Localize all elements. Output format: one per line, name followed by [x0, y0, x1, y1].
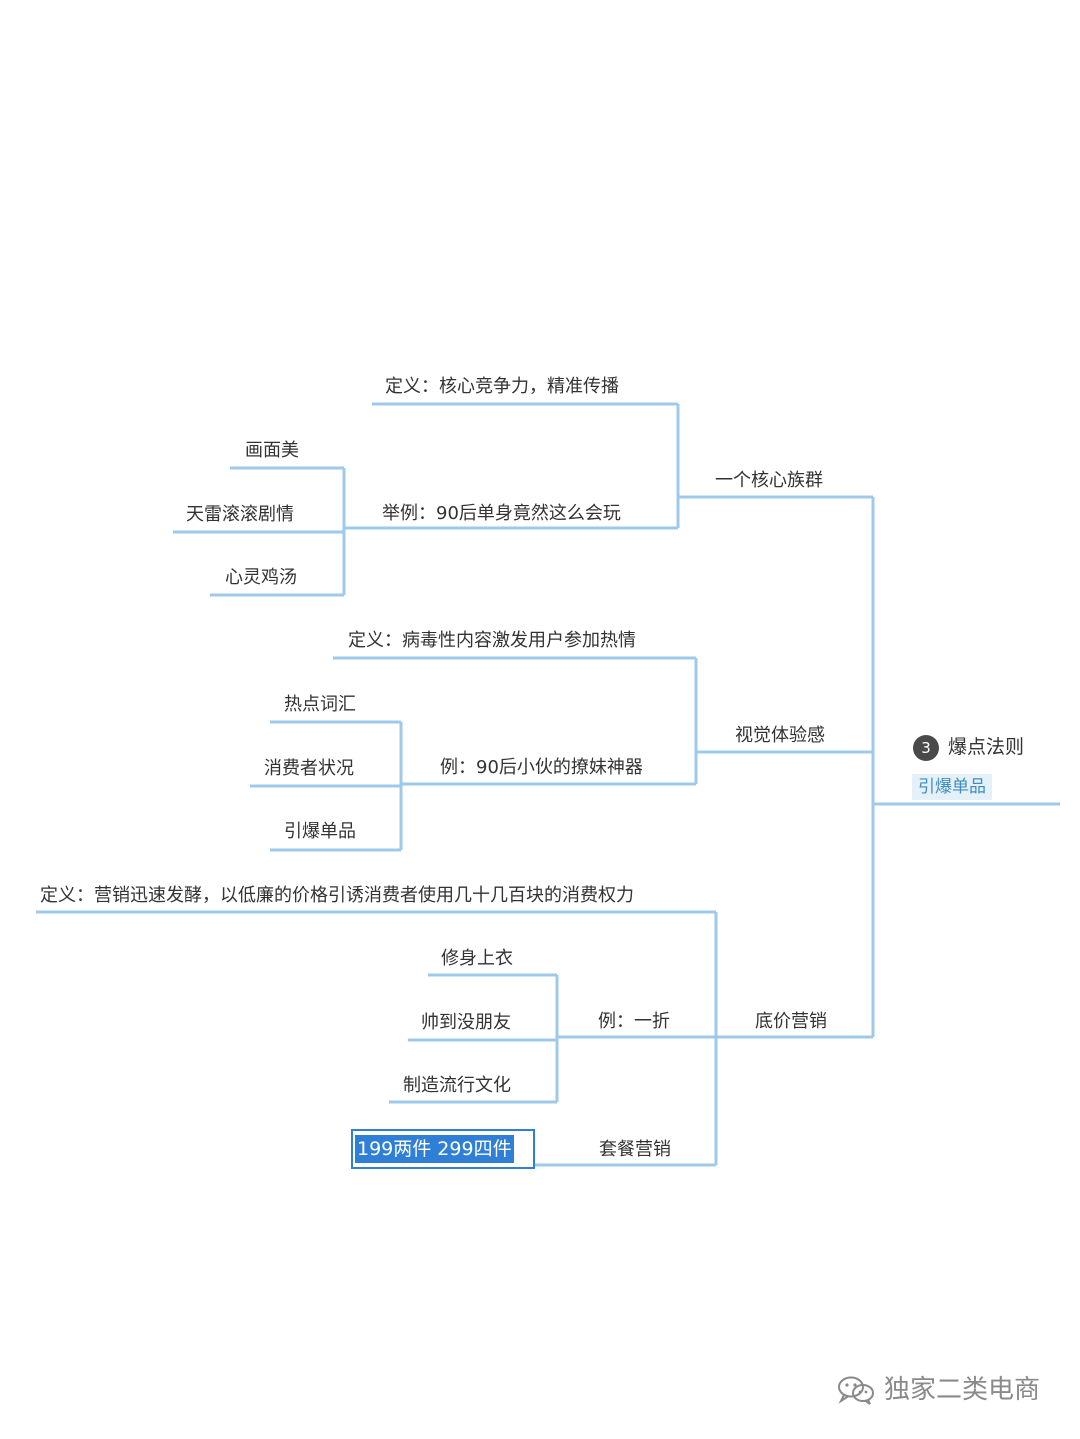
- branch-node[interactable]: 底价营销: [755, 1011, 827, 1032]
- topic-node[interactable]: 套餐营销: [599, 1139, 671, 1160]
- topic-node[interactable]: 例：90后小伙的撩妹神器: [440, 757, 643, 778]
- leaf-node[interactable]: 修身上衣: [441, 948, 513, 969]
- root-number-badge: 3: [913, 735, 939, 761]
- topic-node[interactable]: 例：一折: [598, 1011, 670, 1032]
- watermark-text: 独家二类电商: [884, 1375, 1041, 1405]
- leaf-node[interactable]: 画面美: [245, 440, 299, 461]
- leaf-node[interactable]: 热点词汇: [284, 694, 356, 715]
- branch-node[interactable]: 视觉体验感: [735, 725, 825, 746]
- wechat-icon: [838, 1376, 874, 1405]
- leaf-node[interactable]: 消费者状况: [264, 758, 354, 779]
- leaf-node[interactable]: 制造流行文化: [403, 1075, 511, 1096]
- leaf-node[interactable]: 帅到没朋友: [421, 1012, 511, 1033]
- branch-node[interactable]: 一个核心族群: [715, 470, 823, 491]
- leaf-node[interactable]: 心灵鸡汤: [225, 567, 297, 588]
- watermark: 独家二类电商: [836, 1372, 1040, 1408]
- topic-node[interactable]: 定义：病毒性内容激发用户参加热情: [348, 630, 636, 651]
- topic-node[interactable]: 定义：营销迅速发酵，以低廉的价格引诱消费者使用几十几百块的消费权力: [40, 885, 634, 906]
- root-title[interactable]: 爆点法则: [948, 736, 1025, 758]
- topic-node[interactable]: 定义：核心竞争力，精准传播: [385, 376, 619, 397]
- root-tag[interactable]: 引爆单品: [912, 774, 992, 800]
- leaf-node[interactable]: 天雷滚滚剧情: [186, 504, 294, 525]
- leaf-node[interactable]: 引爆单品: [284, 821, 356, 842]
- topic-node[interactable]: 举例：90后单身竟然这么会玩: [382, 503, 621, 524]
- selected-node-text[interactable]: 199两件 299四件: [355, 1135, 514, 1163]
